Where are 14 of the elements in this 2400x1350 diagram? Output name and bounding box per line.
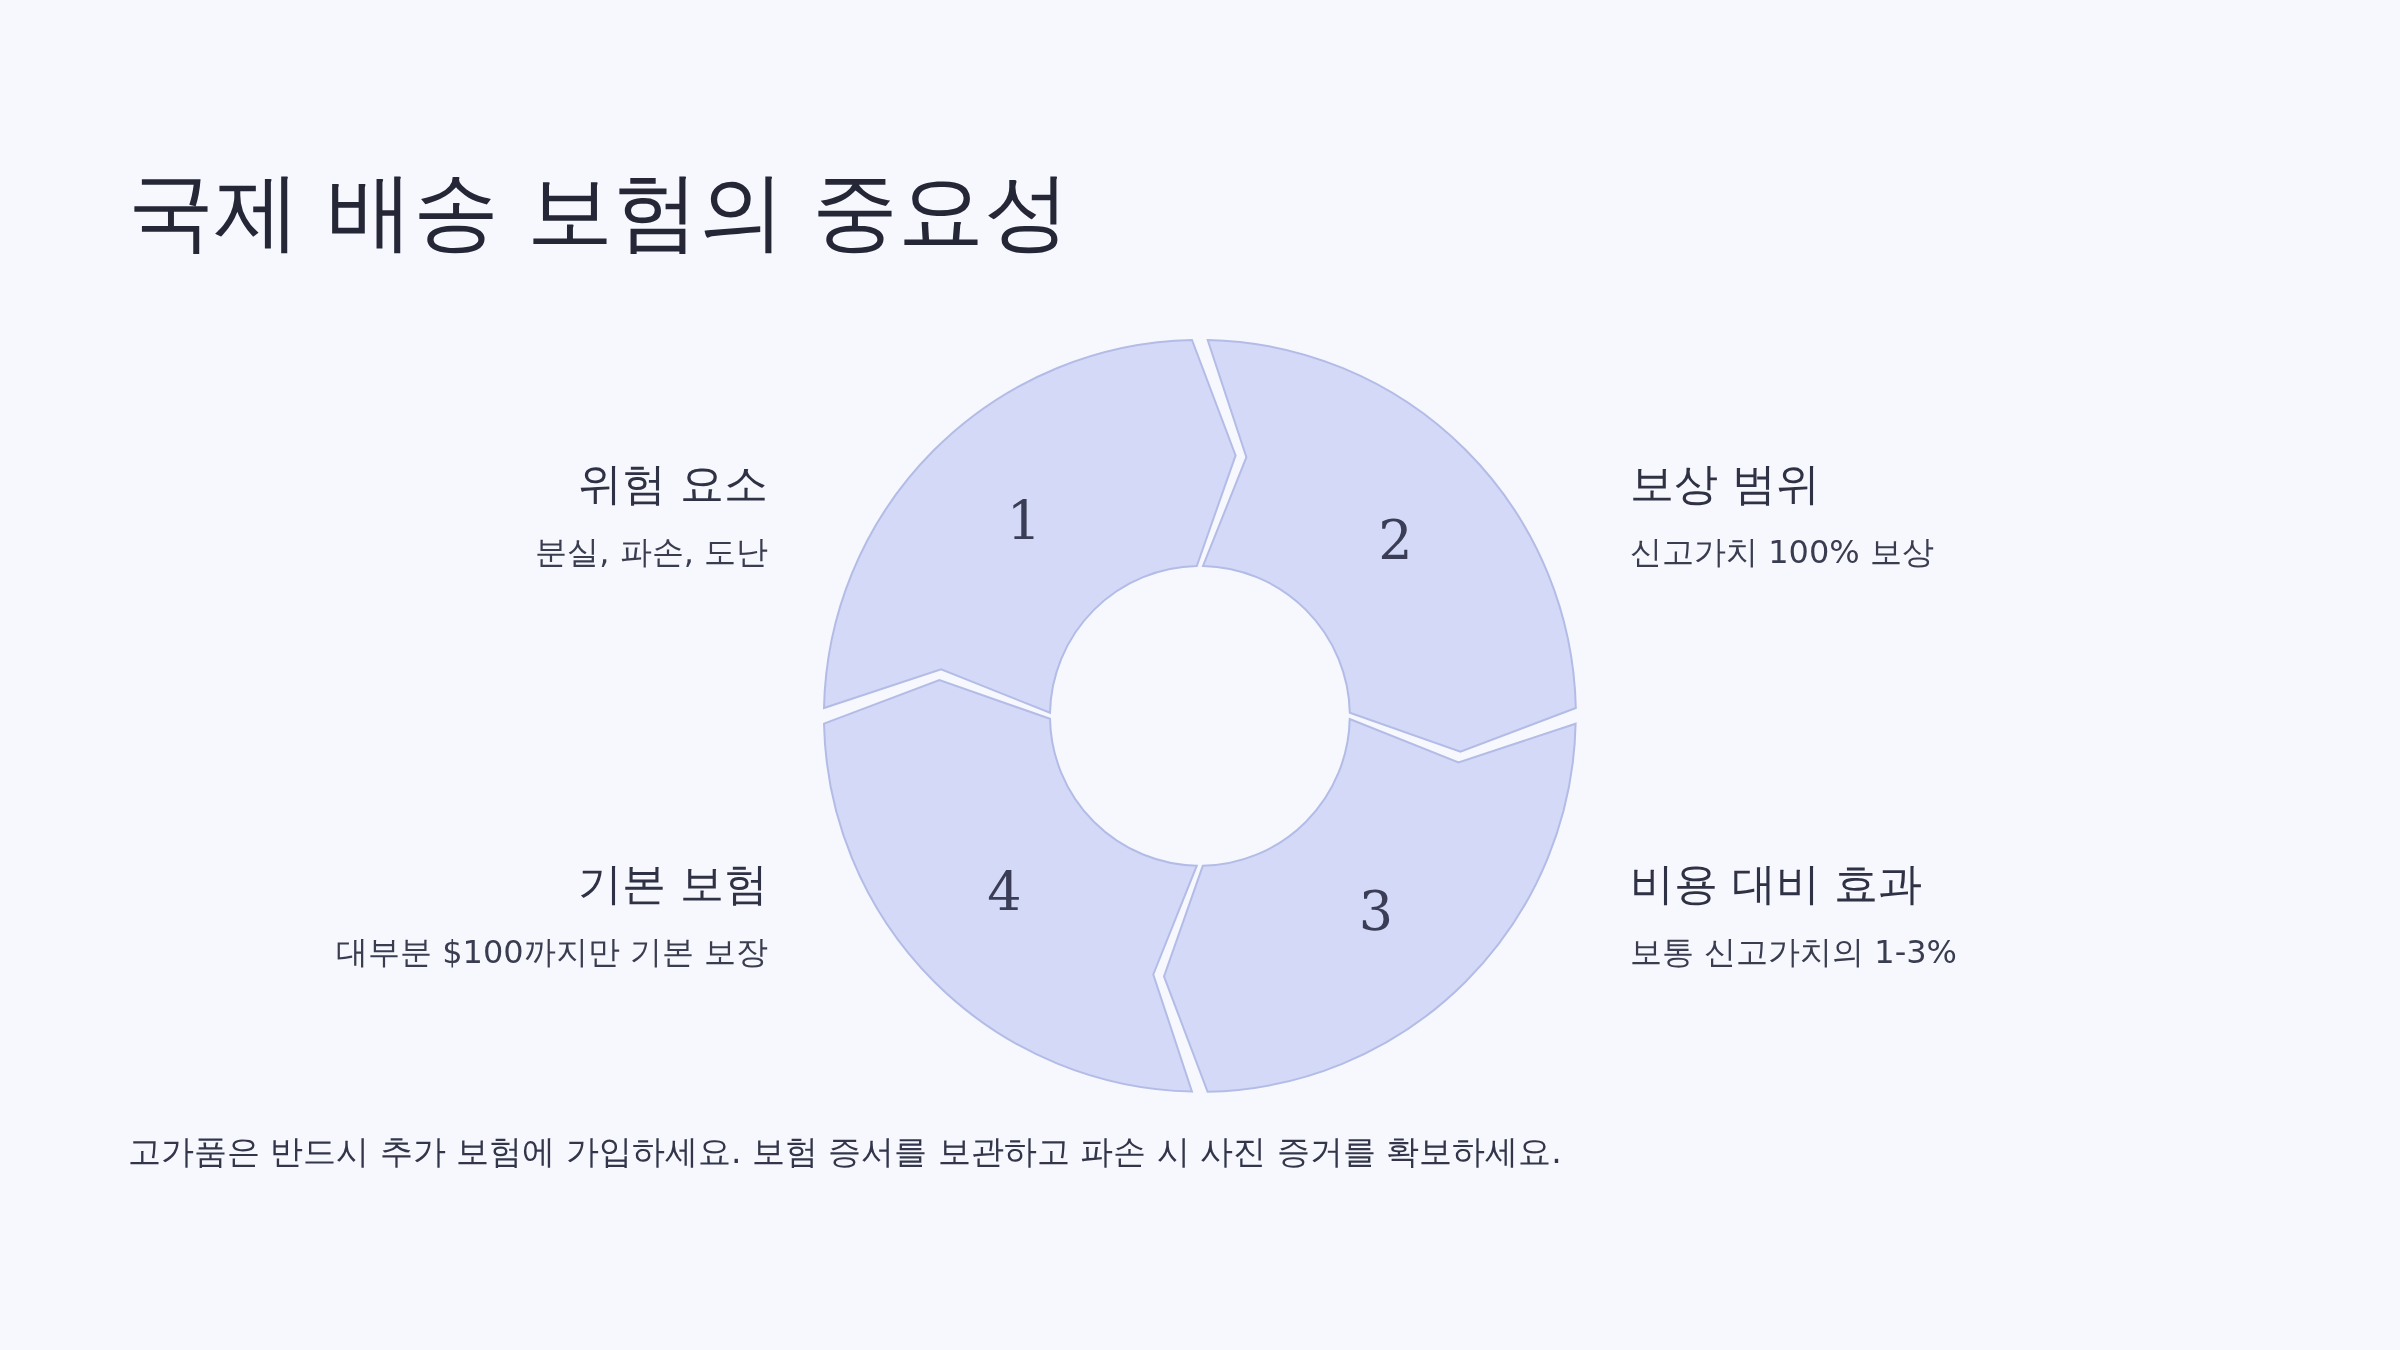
title: 국제 배송 보험의 중요성 [128, 160, 1070, 263]
step-number: 3 [1358, 879, 1394, 943]
step-number: 2 [1378, 508, 1413, 572]
step-description: 대부분 $100까지만 기본 보장 [336, 932, 768, 973]
step-heading: 보상 범위 [1630, 457, 1820, 511]
caption: 고가품은 반드시 추가 보험에 가입하세요. 보험 증서를 보관하고 파손 시 사진 증거를 확보하세요. [128, 1131, 1562, 1173]
step-description: 보통 신고가치의 1-3% [1630, 932, 1957, 973]
step-heading: 비용 대비 효과 [1630, 857, 1922, 911]
step-heading: 위험 요소 [578, 457, 768, 511]
step-heading: 기본 보험 [578, 857, 768, 911]
step-description: 신고가치 100% 보상 [1630, 532, 1934, 573]
step-number: 1 [1006, 489, 1042, 553]
step-description: 분실, 파손, 도난 [535, 532, 768, 573]
step-number: 4 [987, 860, 1022, 924]
